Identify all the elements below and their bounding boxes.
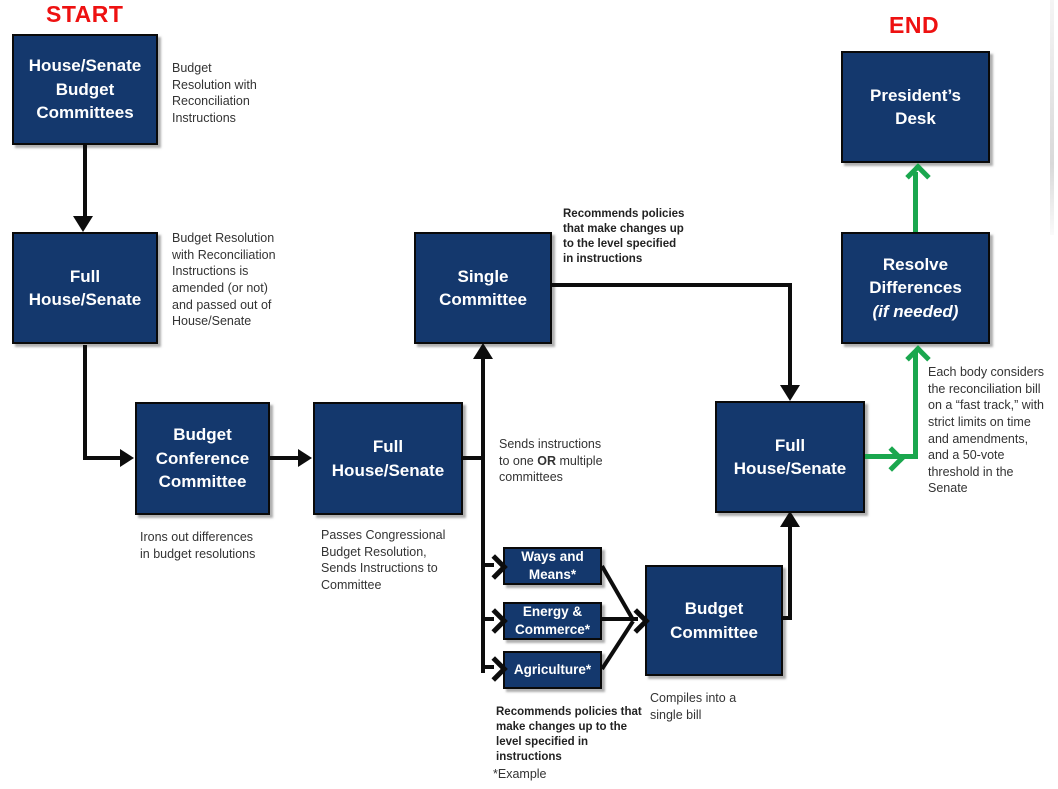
note-recommends-top: Recommends policies that make changes up… bbox=[563, 208, 685, 265]
green-arrow-to-resolve-head bbox=[905, 345, 931, 371]
green-arrow-full3-hline bbox=[865, 454, 918, 459]
node-budget-committee: Budget Committee bbox=[645, 565, 783, 676]
green-arrow-full3-vline bbox=[913, 352, 918, 458]
page-edge-shadow bbox=[1050, 0, 1054, 235]
arrow-budgetcmte-to-full3-hline bbox=[783, 616, 792, 620]
note-sends-or: OR bbox=[537, 453, 556, 468]
arrow-single-to-full3-head bbox=[780, 385, 800, 401]
node-energy-commerce: Energy & Commerce* bbox=[503, 602, 602, 640]
arrow-conference-to-full2-head bbox=[298, 449, 312, 467]
arrow-trunk-to-single-head bbox=[473, 343, 493, 359]
node-full-house-senate-3: Full House/Senate bbox=[715, 401, 865, 513]
arrow-trunk-vline bbox=[481, 356, 485, 673]
node-full-house-senate-2: Full House/Senate bbox=[313, 402, 463, 515]
arrow-ways-to-budget-line bbox=[600, 565, 635, 620]
arrow-energy-to-budget-line bbox=[602, 617, 638, 621]
note-budget-resolution: Budget Resolution with Reconciliation In… bbox=[172, 61, 257, 125]
arrow-conference-to-full2-line bbox=[270, 456, 300, 460]
note-recommends-bottom: Recommends policies that make changes up… bbox=[496, 706, 642, 763]
arrow-branch-energy-line bbox=[481, 617, 494, 621]
arrow-full-to-conference-hline bbox=[83, 456, 122, 460]
end-label: END bbox=[889, 12, 940, 38]
arrow-single-to-full3-vline bbox=[788, 283, 792, 386]
note-sends-pre: Sends instructions to one bbox=[499, 437, 602, 468]
note-each-body: Each body considers the reconciliation b… bbox=[928, 365, 1045, 496]
arrow-budgetcmte-to-full3-head bbox=[780, 511, 800, 527]
arrow-branch-ways-line bbox=[481, 563, 494, 567]
node-budget-conference-committee: Budget Conference Committee bbox=[135, 402, 270, 515]
note-example: *Example bbox=[493, 767, 547, 781]
node-house-senate-budget-committees: House/Senate Budget Committees bbox=[12, 34, 158, 145]
node-full-house-senate-1: Full House/Senate bbox=[12, 232, 158, 344]
note-sends-instructions: Sends instructions to one OR multiple co… bbox=[499, 436, 603, 486]
green-arrow-to-president-head bbox=[905, 163, 931, 189]
green-arrow-full3-chevron bbox=[879, 446, 905, 472]
arrow-branch-agriculture-line bbox=[481, 665, 494, 669]
node-single-committee: Single Committee bbox=[414, 232, 552, 344]
start-label: START bbox=[46, 1, 124, 27]
arrow-budgetcmte-to-full3-vline bbox=[788, 524, 792, 620]
arrow-single-to-full3-hline bbox=[552, 283, 792, 287]
arrow-full2-trunk-connector bbox=[463, 456, 485, 460]
note-irons-out: Irons out differences in budget resoluti… bbox=[140, 530, 256, 561]
arrow-committees-to-full-line bbox=[83, 145, 87, 219]
note-sends-post: multiple committees bbox=[499, 453, 603, 485]
node-presidents-desk: President’s Desk bbox=[841, 51, 990, 163]
arrow-committees-to-full-head bbox=[73, 216, 93, 232]
arrow-agriculture-to-budget-line bbox=[600, 620, 635, 671]
arrow-full-to-conference-vline bbox=[83, 345, 87, 460]
resolve-differences-label: Resolve Differences bbox=[869, 254, 962, 298]
node-agriculture: Agriculture* bbox=[503, 651, 602, 689]
node-ways-and-means: Ways and Means* bbox=[503, 547, 602, 585]
note-compiles: Compiles into a single bill bbox=[650, 691, 737, 722]
arrow-full-to-conference-head bbox=[120, 449, 134, 467]
note-passes: Passes Congressional Budget Resolution, … bbox=[321, 528, 446, 592]
node-resolve-differences: Resolve Differences (if needed) bbox=[841, 232, 990, 344]
green-arrow-resolve-vline bbox=[913, 172, 918, 232]
resolve-differences-if-needed: (if needed) bbox=[872, 301, 959, 321]
note-amended: Budget Resolution with Reconciliation In… bbox=[172, 231, 276, 329]
